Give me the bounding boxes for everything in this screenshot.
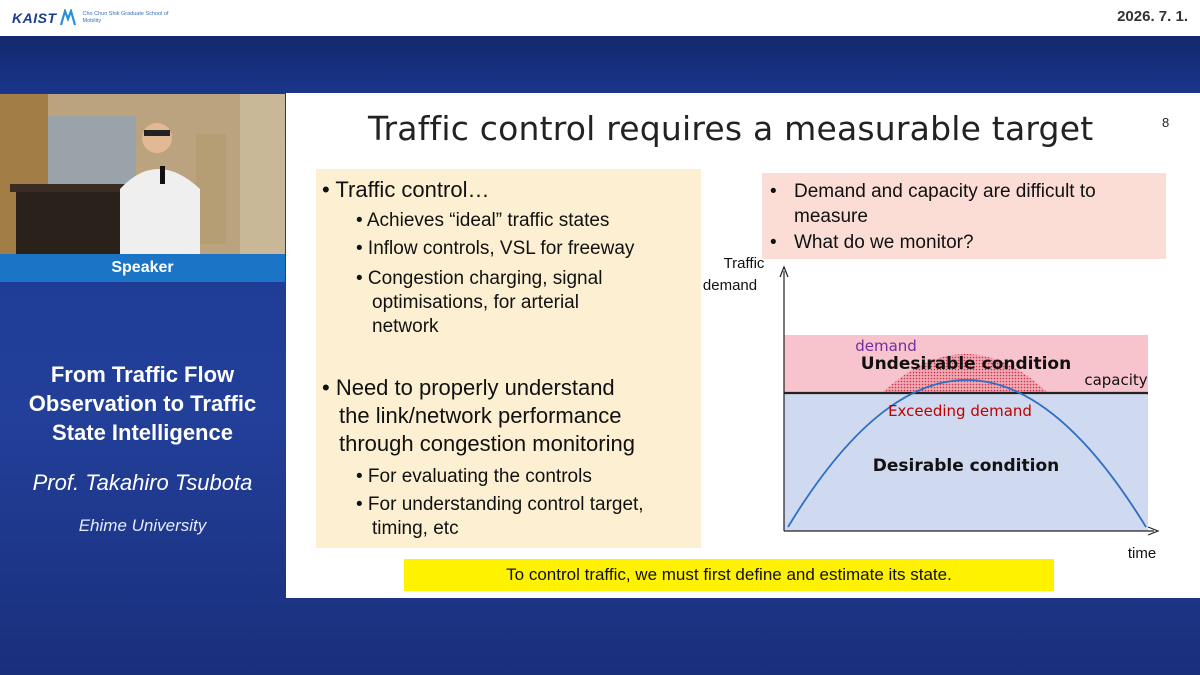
presentation-slide: Traffic control requires a measurable ta… — [286, 93, 1200, 598]
note-item-continuation: measure — [794, 206, 868, 227]
demand-curve-label: demand — [855, 337, 917, 355]
bullet-continuation: the link/network performance — [339, 403, 622, 428]
sub-bullet-continuation: optimisations, for arterial — [372, 292, 579, 313]
exceeding-demand-label: Exceeding demand — [888, 402, 1032, 420]
logo-text: KAIST — [12, 10, 57, 26]
logo-subtitle: Cho Chun Shik Graduate School of Mobilit… — [82, 11, 169, 24]
sub-bullet: • Inflow controls, VSL for freeway — [356, 238, 635, 259]
slide-number: 8 — [1162, 115, 1170, 130]
desirable-condition-label: Desirable condition — [873, 456, 1059, 476]
top-header-bar: KAIST Cho Chun Shik Graduate School of M… — [0, 0, 1200, 36]
x-axis-arrow-icon — [1147, 526, 1160, 536]
undesirable-condition-label: Undesirable condition — [861, 354, 1071, 374]
note-item: What do we monitor? — [794, 232, 974, 253]
desirable-region — [784, 393, 1148, 531]
x-axis-label: time — [1128, 545, 1156, 562]
bullet-traffic-control: • Traffic control… — [322, 177, 490, 202]
speaker-label: Speaker — [0, 254, 285, 282]
talk-title-line: Observation to Traffic — [28, 391, 257, 416]
sub-bullet-continuation: timing, etc — [372, 518, 459, 539]
sub-bullet-continuation: network — [372, 316, 439, 337]
speaker-name: Prof. Takahiro Tsubota — [32, 470, 253, 495]
bullet-marker: • — [770, 232, 777, 253]
note-item: Demand and capacity are difficult to — [794, 181, 1096, 202]
sub-bullet: • For understanding control target, — [356, 494, 644, 515]
y-axis-label: Traffic — [724, 255, 765, 272]
talk-title: From Traffic Flow Observation to Traffic… — [0, 360, 285, 447]
sub-bullet: • Congestion charging, signal — [356, 268, 603, 289]
talk-title-line: State Intelligence — [52, 420, 233, 445]
event-date: 2026. 7. 1. — [1117, 8, 1188, 25]
speaker-video-image — [0, 94, 285, 254]
highlighted-takeaway: To control traffic, we must first define… — [404, 559, 1054, 591]
speaker-affiliation: Ehime University — [78, 516, 207, 535]
y-axis-arrow-icon — [779, 265, 789, 278]
bullet-marker: • — [770, 181, 777, 202]
sub-bullet: • Achieves “ideal” traffic states — [356, 210, 610, 231]
slide-title: Traffic control requires a measurable ta… — [368, 109, 1094, 148]
talk-title-line: From Traffic Flow — [50, 362, 235, 387]
speaker-video-feed — [0, 94, 285, 254]
bullet-continuation: through congestion monitoring — [339, 431, 635, 456]
left-content-box: • Traffic control… • Achieves “ideal” tr… — [316, 169, 701, 548]
logo-mark-icon — [59, 9, 76, 26]
demand-curve — [787, 379, 1147, 528]
y-axis-label: demand — [703, 277, 757, 294]
right-note-box: • Demand and capacity are difficult to m… — [762, 173, 1166, 259]
sub-bullet: • For evaluating the controls — [356, 466, 592, 487]
kaist-logo: KAIST Cho Chun Shik Graduate School of M… — [12, 6, 173, 30]
capacity-label: capacity — [1084, 371, 1147, 389]
exceeding-demand-area — [882, 354, 1048, 393]
demand-capacity-diagram: Traffic demand time demand Undesirable c… — [703, 255, 1160, 562]
bullet-need-to-understand: • Need to properly understand — [322, 375, 615, 400]
